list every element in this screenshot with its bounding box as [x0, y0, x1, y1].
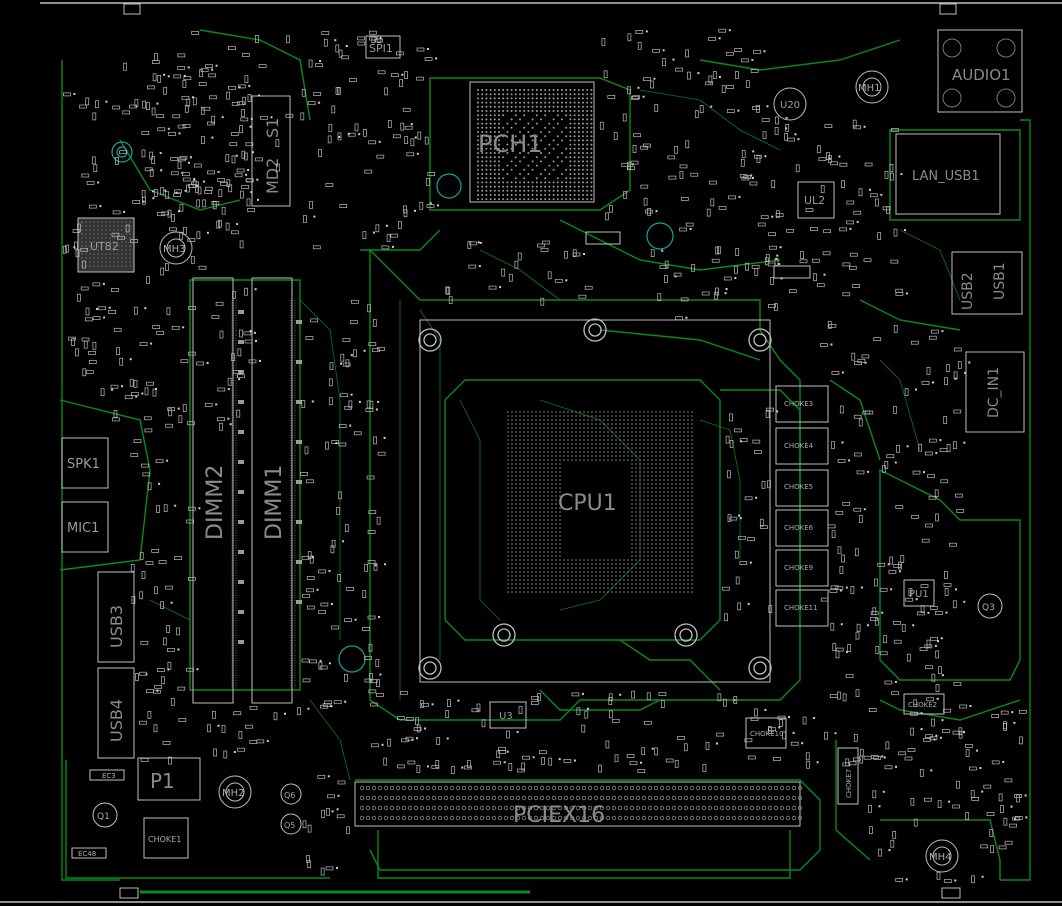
md2-label: MD2 [263, 158, 282, 194]
ut82-grid [81, 221, 131, 267]
ut82-label: UT82 [90, 240, 119, 253]
s1-label: S1 [263, 118, 282, 138]
ec48-label: EC48 [78, 850, 96, 858]
q6-part [280, 783, 302, 805]
pcie-slot-outline [354, 781, 801, 827]
secondary-traces [149, 89, 961, 781]
bottom-marker [119, 887, 139, 899]
mh3-hole [159, 231, 193, 265]
pch-ball-grid [477, 89, 593, 201]
u3-label: U3 [499, 711, 513, 722]
choke3-label: CHOKE3 [784, 400, 813, 408]
lan-usb-label: LAN_USB1 [912, 169, 980, 184]
cpu-mount-holes [418, 318, 772, 680]
cpu-socket-outline [419, 319, 771, 683]
pu1-chip [903, 579, 935, 607]
ec3-part [89, 769, 125, 781]
ec48-part [71, 847, 107, 859]
plated-holes [111, 141, 674, 673]
choke6-label: CHOKE6 [784, 524, 814, 532]
choke11-label: CHOKE11 [784, 604, 818, 612]
usb1-label: USB1 [992, 262, 1008, 300]
spk-label: SPK1 [67, 457, 100, 472]
mh4-hole [925, 839, 959, 873]
audio-jack-3 [942, 88, 962, 108]
cpu-label: CPU1 [558, 491, 617, 516]
q5-label: Q5 [284, 821, 295, 830]
mh1-hole [855, 70, 889, 104]
usb3-label: USB3 [107, 605, 126, 648]
mh4-label: MH4 [929, 852, 952, 863]
dc-in-label: DC_IN1 [986, 367, 1002, 418]
smd-components [62, 28, 1028, 884]
mh2-label: MH2 [222, 788, 245, 799]
usb3-header [97, 571, 135, 663]
u20-label: U20 [780, 100, 800, 111]
pcie-label: PCIEX16 [513, 803, 605, 828]
dimm-pads [238, 310, 302, 644]
usb2-label: USB2 [960, 272, 976, 310]
mic-label: MIC1 [67, 521, 99, 536]
lan-usb-connector [895, 133, 1001, 215]
q1-part [92, 802, 118, 828]
ul2-label: UL2 [804, 194, 825, 207]
dc-in-connector [965, 351, 1025, 433]
p1-connector [137, 757, 201, 801]
mic-connector [61, 501, 109, 553]
choke7-label: CHOKE7 [845, 769, 853, 798]
usb4-label: USB4 [107, 699, 126, 742]
q3-label: Q3 [982, 603, 995, 613]
choke2-label: CHOKE2 [908, 701, 937, 709]
cpu-pin-grid [507, 411, 693, 593]
usb4-header [97, 667, 135, 759]
audio-connector [937, 29, 1023, 113]
u20-chip [773, 87, 807, 121]
usb2-connector [951, 251, 1023, 315]
q5-part [280, 813, 302, 835]
top-marker [123, 3, 141, 15]
dimm2-label: DIMM2 [203, 465, 228, 540]
top-marker-right [939, 3, 957, 15]
choke-group [143, 231, 945, 859]
dimm-slots [192, 277, 293, 704]
pch-outline [469, 81, 595, 203]
ec3-label: EC3 [102, 772, 116, 780]
u3-chip [489, 701, 527, 729]
pu1-label: PU1 [909, 589, 929, 600]
q1-label: Q1 [97, 812, 110, 822]
choke9-label: CHOKE9 [784, 564, 813, 572]
pch-label: PCH1 [478, 130, 543, 158]
spi-chip [365, 35, 401, 59]
q6-label: Q6 [284, 791, 295, 800]
audio-jack-1 [942, 38, 962, 58]
choke4-label: CHOKE4 [784, 442, 814, 450]
q3-part [977, 593, 1003, 619]
bottom-marker-right [941, 887, 961, 899]
choke10-label: CHOKE10 [750, 730, 784, 738]
ul2-chip [797, 181, 835, 219]
spi-label: SPI1 [369, 42, 393, 55]
dimm1-label: DIMM1 [262, 465, 287, 540]
choke5-label: CHOKE5 [784, 483, 813, 491]
md2-module [251, 95, 291, 207]
audio-label: AUDIO1 [952, 66, 1011, 84]
dimm-pins [231, 300, 296, 690]
p1-label: P1 [150, 769, 175, 793]
choke1-label: CHOKE1 [148, 835, 181, 844]
spk-connector [61, 437, 109, 489]
audio-jack-2 [996, 38, 1016, 58]
mh3-label: MH3 [163, 244, 186, 255]
copper-traces [59, 29, 1031, 894]
pcie-pins [359, 785, 803, 821]
mh2-hole [218, 775, 252, 809]
audio-jack-4 [996, 88, 1016, 108]
mh1-label: MH1 [858, 83, 881, 94]
